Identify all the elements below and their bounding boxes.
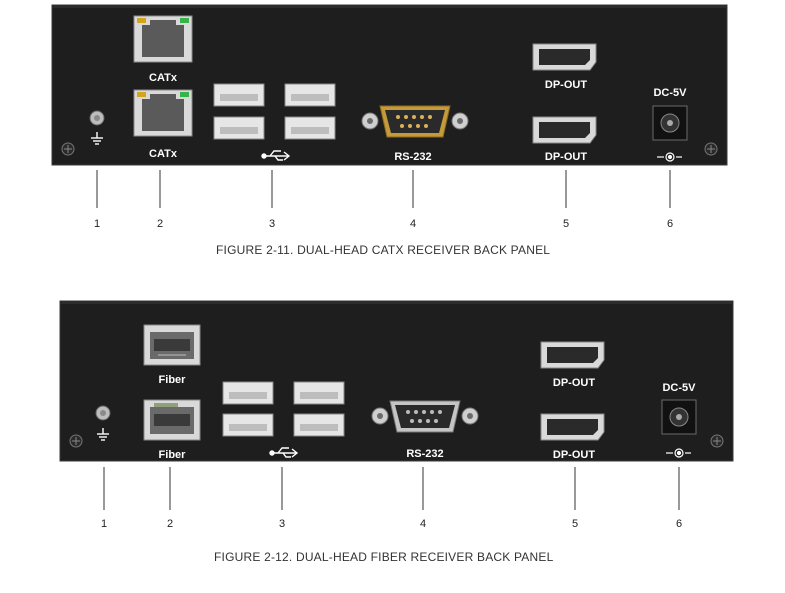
corner-screw-right: [704, 142, 718, 156]
dc-jack: [652, 105, 688, 141]
dp-port-bottom: [532, 116, 597, 144]
network-top-label: CATx: [149, 72, 178, 84]
dp-bottom-label: DP-OUT: [545, 151, 587, 163]
figure-catx-receiver: CATx CATx: [0, 0, 785, 280]
rj45-port-top: [133, 15, 193, 63]
network-bottom-label: CATx: [149, 148, 178, 160]
led-green: [180, 18, 189, 23]
callout-3: 3: [279, 518, 285, 530]
sfp-port-top: [143, 324, 201, 366]
catx-back-panel-diagram: CATx CATx: [51, 4, 728, 230]
ground-icon: [97, 428, 109, 441]
rj45-port-bottom: [133, 89, 193, 137]
db9-port: [361, 105, 469, 138]
dc-jack: [661, 399, 697, 435]
callout-5: 5: [563, 218, 569, 230]
dp-port-top: [532, 43, 597, 71]
callout-5: 5: [572, 518, 578, 530]
figure-caption: FIGURE 2-11. DUAL-HEAD CATX RECEIVER BAC…: [216, 243, 551, 257]
usb-icon: [269, 447, 299, 458]
led-amber: [137, 18, 146, 23]
usb-icon: [261, 150, 291, 161]
usb-ports: [222, 381, 345, 437]
figure-fiber-receiver: Fiber Fiber: [0, 295, 785, 593]
callout-1: 1: [101, 518, 107, 530]
power-label: DC-5V: [662, 382, 696, 394]
fiber-back-panel-diagram: Fiber Fiber: [59, 300, 734, 530]
ground-screw: [95, 405, 111, 421]
callout-6: 6: [667, 218, 673, 230]
callout-lines: [103, 467, 680, 510]
dc-polarity-icon: [657, 152, 682, 162]
callout-2: 2: [157, 218, 163, 230]
ground-screw: [89, 110, 105, 126]
figure-caption: FIGURE 2-12. DUAL-HEAD FIBER RECEIVER BA…: [214, 550, 554, 564]
db9-port: [371, 400, 479, 433]
callout-4: 4: [420, 518, 426, 530]
callout-3: 3: [269, 218, 275, 230]
rs232-label: RS-232: [406, 448, 443, 460]
dp-top-label: DP-OUT: [545, 79, 587, 91]
corner-screw-right: [710, 434, 724, 448]
network-top-label: Fiber: [159, 374, 187, 386]
ground-icon: [91, 132, 103, 145]
callout-6: 6: [676, 518, 682, 530]
dc-polarity-icon: [666, 448, 691, 458]
power-label: DC-5V: [653, 87, 687, 99]
callout-2: 2: [167, 518, 173, 530]
callout-lines: [96, 170, 671, 208]
callout-4: 4: [410, 218, 416, 230]
usb-ports: [213, 83, 336, 140]
corner-screw-left: [69, 434, 83, 448]
rs232-label: RS-232: [394, 151, 431, 163]
callout-1: 1: [94, 218, 100, 230]
network-bottom-label: Fiber: [159, 449, 187, 461]
sfp-port-bottom: [143, 399, 201, 441]
dp-port-top: [540, 341, 605, 369]
dp-top-label: DP-OUT: [553, 377, 595, 389]
dp-bottom-label: DP-OUT: [553, 449, 595, 461]
dp-port-bottom: [540, 413, 605, 441]
corner-screw-left: [61, 142, 75, 156]
